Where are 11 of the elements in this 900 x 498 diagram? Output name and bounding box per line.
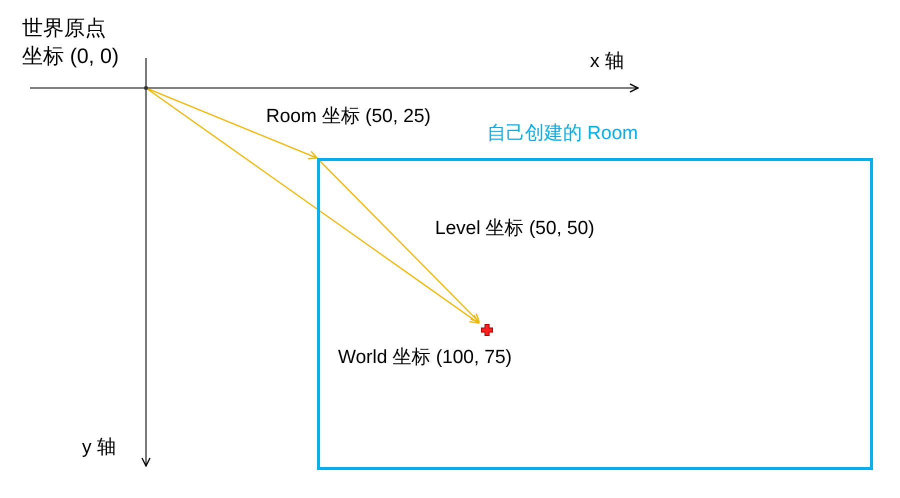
room-title: 自己创建的 Room [487,123,638,146]
axis-label: y 轴 [82,437,116,460]
point-label: World 坐标 (100, 75) [338,347,512,370]
axis-label: x 轴 [590,51,624,74]
cross-marker [481,324,493,336]
arrow [316,158,480,323]
origin-label: 坐标 (0, 0) [22,44,119,70]
origin-label: 世界原点 [22,16,106,42]
arrow [147,88,479,324]
arrow [148,88,318,160]
origin-point [144,86,148,90]
